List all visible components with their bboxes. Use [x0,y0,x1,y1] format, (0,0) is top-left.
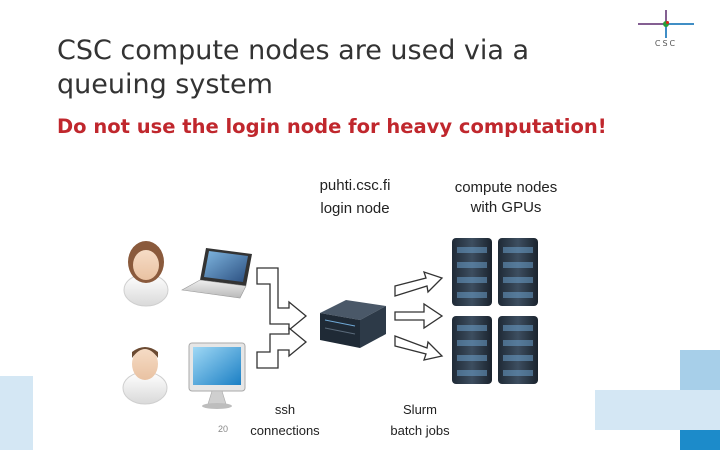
csc-logo-text: CSC [654,39,678,48]
page-number: 20 [218,424,229,434]
compute-rack-1 [452,238,492,306]
compute-gpus-label: with GPUs [470,199,542,216]
csc-logo-icon [638,10,694,38]
user-man-icon [122,347,168,405]
compute-rack-2 [498,238,538,306]
slide-title: CSC compute nodes are used via a queuing… [57,35,530,100]
decor-square-right-mid2 [680,390,720,430]
decor-square-left-light [0,376,33,450]
compute-nodes-label: compute nodes [454,179,558,196]
login-host-label: puhti.csc.fi [319,177,391,194]
decor-square-right-dark [680,430,720,450]
decor-square-right-mid [680,350,720,390]
laptop-icon [181,248,252,299]
compute-racks [452,238,538,384]
login-node-label: login node [320,200,390,217]
desktop-monitor-icon [188,342,246,409]
login-node-server-icon [320,300,386,348]
slurm-arrows [394,270,444,361]
decor-square-right-light [595,390,680,430]
connections-label: connections [250,423,320,438]
slurm-label: Slurm [403,402,437,417]
batch-jobs-label: batch jobs [390,423,450,438]
ssh-label: ssh [274,402,296,417]
warning-text: Do not use the login node for heavy comp… [57,115,607,138]
compute-rack-4 [498,316,538,384]
csc-logo: CSC [636,8,696,52]
compute-rack-3 [452,316,492,384]
ssh-arrows [256,267,308,369]
user-woman-icon [123,241,169,307]
